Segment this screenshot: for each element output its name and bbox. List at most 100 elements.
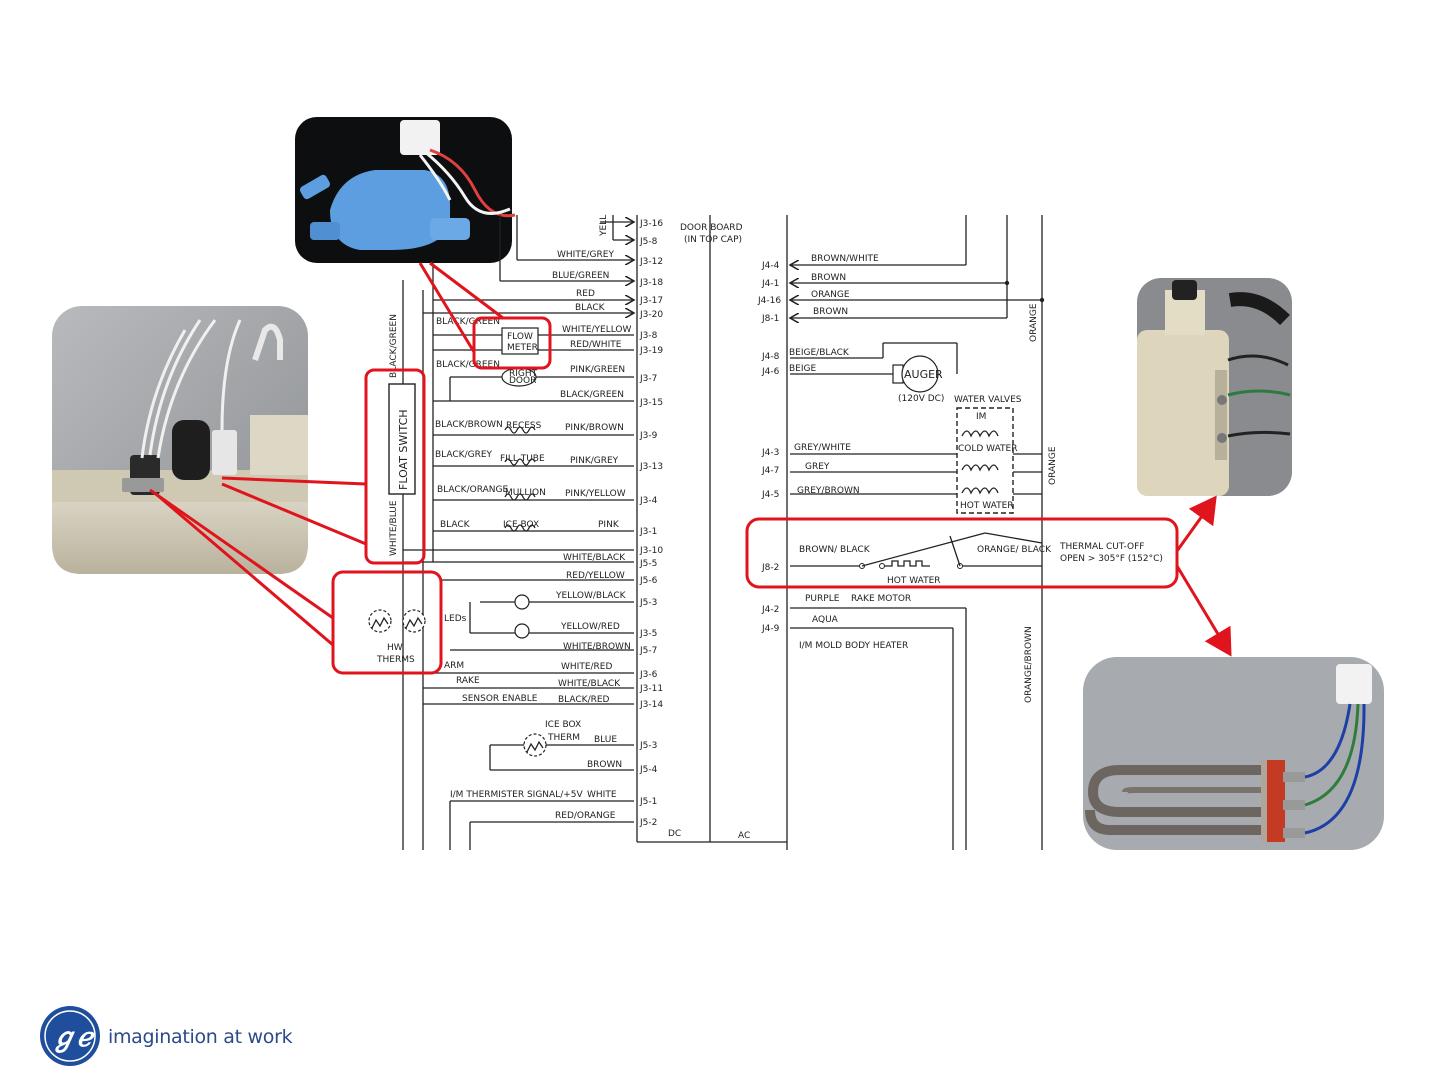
hot-water-heater-label: HOT WATER	[887, 576, 941, 586]
wire-j4-2-color: ORANGE	[811, 290, 850, 300]
water-valve-symbols: WATER VALVES IM COLD WATER HOT WATER	[954, 395, 1022, 514]
wire-j3-2-color: WHITE/GREY	[557, 250, 614, 260]
door-line2: DOOR	[509, 376, 536, 386]
wire-j3-25-pin: J5-1	[639, 797, 657, 807]
mullion-label: MULLION	[505, 488, 546, 498]
wire-j4-1-pin: J4-1	[761, 279, 779, 289]
ice-box-therm-line2: THERM	[547, 733, 580, 743]
white-blue-vertical: WHITE/BLUE	[389, 500, 399, 556]
auger-voltage: (120V DC)	[898, 394, 944, 404]
wire-j3-13-pin: J3-1	[639, 527, 657, 537]
wire-j3-20-color: WHITE/RED	[561, 662, 612, 672]
black-grey-label: BLACK/GREY	[435, 450, 493, 460]
wire-j3-7-pin: J3-19	[639, 346, 663, 356]
wire-j3-24-color: BROWN	[587, 760, 622, 770]
wire-j4-10-color: PURPLE	[805, 594, 840, 604]
heater-symbols	[504, 426, 536, 532]
svg-text:ℊℯ: ℊℯ	[51, 1023, 95, 1053]
cold-water-label: COLD WATER	[958, 444, 1017, 454]
arm-label: ARM	[444, 661, 464, 671]
wire-j3-2-pin: J3-12	[639, 257, 663, 267]
wire-j3-16-color: RED/YELLOW	[566, 571, 625, 581]
j3-wire-lines	[403, 215, 634, 850]
wire-j3-25-color: WHITE	[587, 790, 617, 800]
j4-wire-lines	[790, 265, 1045, 629]
ice-box-therm-line1: ICE BOX	[545, 720, 581, 730]
hot-water-valve-label: HOT WATER	[960, 501, 1014, 511]
wire-j3-14-pin: J3-10	[639, 546, 663, 556]
float-switch-symbol: FLOAT SWITCH	[388, 383, 416, 495]
wire-j3-8-color: PINK/GREEN	[570, 365, 625, 375]
thermal-cutoff-line1: THERMAL CUT-OFF	[1059, 542, 1144, 552]
door-line1: RIGHT	[509, 369, 538, 379]
orange-black-label: ORANGE/ BLACK	[977, 545, 1052, 555]
ge-logo: ℊℯ	[40, 1006, 100, 1066]
red-highlights	[149, 261, 1232, 675]
door-board-labels: DOOR BOARD (IN TOP CAP) DC AC	[668, 223, 750, 841]
hot-water-tank-photo	[1137, 278, 1292, 496]
wire-j3-10-color: PINK/BROWN	[565, 423, 624, 433]
heater-element-photo	[1083, 657, 1384, 850]
wire-j3-0-color: YELL	[599, 215, 609, 237]
wire-j3-23-pin: J5-3	[639, 741, 657, 751]
wire-j3-9-pin: J3-15	[639, 398, 663, 408]
wire-j3-12-color: PINK/YELLOW	[565, 489, 626, 499]
logo-tagline: imagination at work	[108, 1026, 293, 1048]
board-title-line2: (IN TOP CAP)	[684, 235, 742, 245]
wire-j3-4-pin: J3-17	[639, 296, 663, 306]
wire-j3-18-pin: J3-5	[639, 629, 657, 639]
wire-j4-6-pin: J4-3	[761, 448, 779, 458]
wire-j4-7-pin: J4-7	[761, 466, 779, 476]
wire-j4-11-color: AQUA	[812, 615, 839, 625]
rake-motor-label: RAKE MOTOR	[851, 594, 911, 604]
wire-j3-15-color: WHITE/BLACK	[563, 553, 626, 563]
float-switch-photo	[52, 306, 308, 574]
float-switch-label: FLOAT SWITCH	[397, 409, 410, 490]
wire-j3-20-pin: J3-6	[639, 670, 658, 680]
wire-j3-5-pin: J3-20	[639, 310, 663, 320]
fill-tube-label: FILL TUBE	[500, 454, 545, 464]
wire-j3-18-color: YELLOW/RED	[560, 622, 620, 632]
hw-therms-line2: THERMS	[376, 655, 415, 665]
wire-j4-0-pin: J4-4	[761, 261, 780, 271]
wire-j4-4-pin: J4-8	[761, 352, 780, 362]
wire-j3-21-pin: J3-11	[639, 684, 663, 694]
black-green-1: BLACK/GREEN	[436, 317, 500, 327]
wire-j3-22-pin: J3-14	[639, 700, 663, 710]
door-switch-symbol: RIGHT DOOR	[501, 367, 538, 387]
wire-j3-4-color: RED	[576, 289, 595, 299]
rake-label: RAKE	[456, 676, 480, 686]
wire-j3-11-pin: J3-13	[639, 462, 663, 472]
ice-box-therm-symbol	[523, 733, 547, 757]
wire-j3-23-color: BLUE	[594, 735, 617, 745]
wire-j3-26-color: RED/ORANGE	[555, 811, 616, 821]
wire-j3-12-pin: J3-4	[639, 496, 658, 506]
right-labels: ORANGE/ BLACK THERMAL CUT-OFF OPEN > 305…	[799, 303, 1163, 703]
led-symbols	[514, 594, 530, 639]
auger-label: AUGER	[904, 368, 943, 381]
hw-therm-symbols	[368, 609, 426, 633]
wire-j4-5-color: BEIGE	[789, 364, 816, 374]
wire-j3-19-pin: J5-7	[639, 646, 657, 656]
black-green-vertical: BLACK/GREEN	[389, 314, 399, 378]
black-orange-label: BLACK/ORANGE	[437, 485, 508, 495]
black-label: BLACK	[440, 520, 471, 530]
orange-vertical-2: ORANGE	[1048, 446, 1058, 485]
wire-j3-3-pin: J3-18	[639, 278, 663, 288]
wire-j4-9-color: BROWN/ BLACK	[799, 545, 871, 555]
j4-labels: J4-4 BROWN/WHITE J4-1 BROWN J4-16 ORANGE…	[757, 254, 879, 634]
recess-label: RECESS	[506, 421, 542, 431]
im-thermister-label: I/M THERMISTER SIGNAL/+5V	[450, 790, 583, 800]
wire-j4-10-pin: J4-2	[761, 605, 779, 615]
wire-j3-21-color: WHITE/BLACK	[558, 679, 621, 689]
wire-j3-19-color: WHITE/BROWN	[563, 642, 631, 652]
wire-j3-7-color: RED/WHITE	[570, 340, 622, 350]
wire-j4-2-pin: J4-16	[757, 296, 781, 306]
black-brown-label: BLACK/BROWN	[435, 420, 503, 430]
board-dc-label: DC	[668, 829, 681, 839]
flow-meter-line2: METER	[507, 343, 538, 353]
water-valves-title: WATER VALVES	[954, 395, 1022, 405]
wire-j3-16-pin: J5-6	[639, 576, 658, 586]
wire-j4-8-pin: J4-5	[761, 490, 779, 500]
